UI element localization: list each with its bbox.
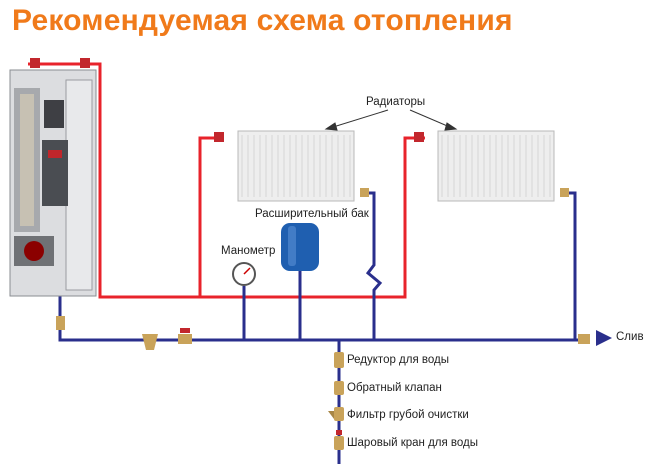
drain-arrow-icon [596,330,612,346]
page-title: Рекомендуемая схема отопления [12,4,513,37]
manometer-gauge [232,262,256,286]
expansion-tank [281,223,319,271]
return-pipe [58,191,590,464]
drain-label: Слив [616,331,644,343]
radiator-pointer-arrows [324,109,458,131]
legend-item-pressure-reducer: Редуктор для воды [347,354,449,366]
radiator-right [437,130,555,202]
expansion-tank-label: Расширительный бак [255,208,369,220]
electric-boiler [9,69,97,297]
pressure-reducer-icon [334,352,344,368]
strainer-filter-icon [142,334,158,350]
ball-valve-icon [30,58,590,344]
strainer-filter-icon [328,407,344,421]
legend-item-ball-valve: Шаровый кран для воды [347,437,479,449]
radiators-label: Радиаторы [366,96,426,108]
ball-valve-icon [334,430,344,450]
legend-item-strainer-filter: Фильтр грубой очистки [347,409,469,421]
check-valve-icon [334,381,344,395]
radiator-left [237,130,355,202]
manometer-label: Манометр [221,245,276,257]
legend-item-check-valve: Обратный клапан [347,382,442,394]
